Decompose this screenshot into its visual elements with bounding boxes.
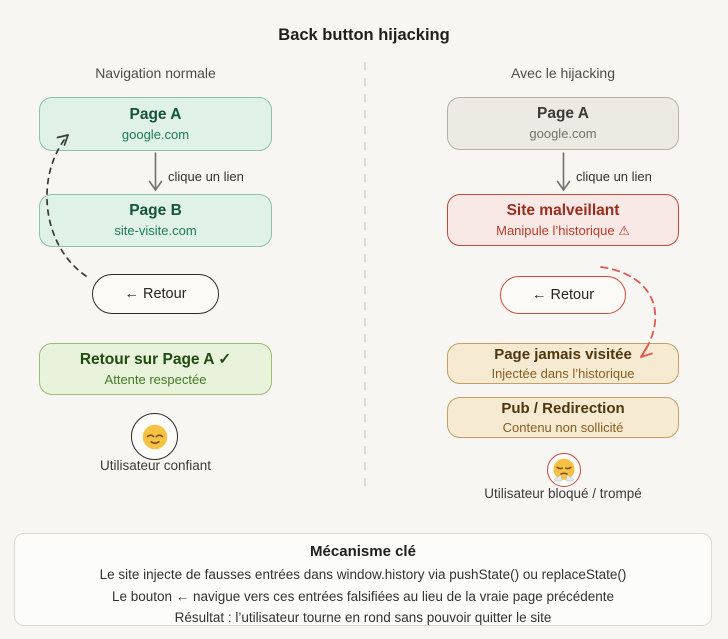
left-column-header: Navigation normale: [95, 65, 216, 81]
page-title: Back button hijacking: [278, 26, 450, 44]
node-page-b: Page B site-visite.com: [39, 194, 272, 247]
mechanism-line: Résultat : l’utilisateur tourne en rond …: [174, 610, 552, 625]
node-title: Pub / Redirection: [501, 399, 625, 417]
node-title: Page B: [129, 202, 182, 220]
left-user-caption: Utilisateur confiant: [99, 458, 212, 473]
node-subtitle: Attente respectée: [104, 371, 207, 387]
blocked-user-badge: [547, 453, 581, 487]
right-column-header: Avec le hijacking: [510, 65, 616, 81]
node-title: Page A: [129, 105, 182, 123]
node-page-a-hijack: Page A google.com: [447, 97, 679, 150]
click-link-label-right: clique un lien: [576, 169, 652, 184]
node-return-page-a: Retour sur Page A ✓ Attente respectée: [39, 343, 272, 395]
node-malicious-site: Site malveillant Manipule l’historique ⚠: [447, 194, 679, 246]
relieved-face-emoji: [142, 424, 167, 449]
steaming-face-emoji: [553, 458, 575, 482]
node-subtitle: site-visite.com: [114, 223, 197, 238]
mechanism-panel: Mécanisme clé Le site injecte de fausses…: [14, 533, 712, 626]
node-title: Page A: [537, 105, 589, 123]
node-fake-page: Page jamais visitée Injectée dans l’hist…: [447, 343, 679, 384]
confident-user-badge: [131, 413, 178, 460]
mechanism-title: Mécanisme clé: [310, 543, 416, 560]
node-title: Site malveillant: [506, 201, 620, 219]
node-page-a-normal: Page A google.com: [39, 97, 272, 151]
node-ad-redirect: Pub / Redirection Contenu non sollicité: [447, 397, 679, 438]
node-subtitle: Manipule l’historique ⚠: [496, 222, 630, 238]
node-subtitle: Injectée dans l’historique: [491, 365, 635, 381]
right-user-caption: Utilisateur bloqué / trompé: [484, 486, 642, 501]
back-button-normal[interactable]: ← Retour: [92, 274, 219, 314]
click-link-label-left: clique un lien: [168, 169, 244, 184]
back-button-hijacked[interactable]: ← Retour: [500, 276, 626, 314]
mechanism-line: Le bouton ← navigue vers ces entrées fal…: [111, 588, 615, 604]
mechanism-line: Le site injecte de fausses entrées dans …: [99, 567, 627, 582]
down-arrow-icon-right: [556, 152, 571, 192]
node-subtitle: google.com: [529, 126, 597, 141]
node-subtitle: Contenu non sollicité: [502, 419, 624, 435]
node-title: Retour sur Page A ✓: [79, 350, 232, 368]
node-subtitle: google.com: [121, 126, 190, 142]
down-arrow-icon-left: [148, 152, 163, 192]
node-title: Page jamais visitée: [494, 345, 632, 363]
